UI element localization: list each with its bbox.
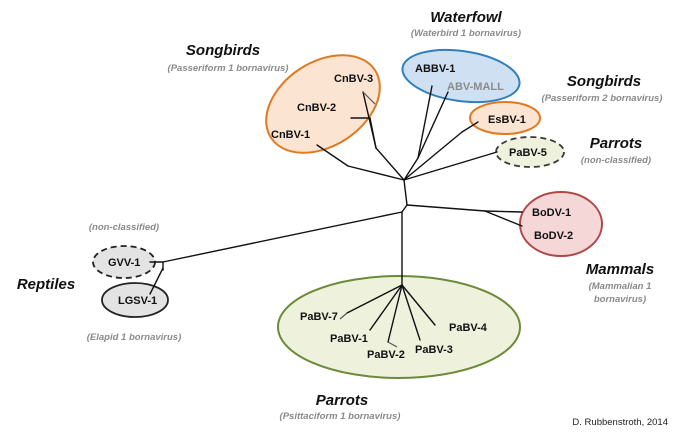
mammals-subtitle-line1: (Mammalian 1 — [589, 281, 652, 292]
mammals-clade-ellipse — [519, 191, 603, 257]
mammals-subtitle-line2: bornavirus) — [594, 294, 646, 305]
leaf-cnbv-2: CnBV-2 — [297, 102, 336, 114]
leaf-cnbv-3: CnBV-3 — [334, 73, 373, 85]
leaf-gvv-1: GVV-1 — [108, 257, 140, 269]
reptiles-title: Reptiles — [17, 276, 75, 293]
waterfowl-subtitle: (Waterbird 1 bornavirus) — [411, 28, 521, 39]
leaf-pabv-4: PaBV-4 — [449, 322, 488, 334]
leaf-pabv-2: PaBV-2 — [367, 349, 405, 361]
waterfowl-clade-ellipse — [401, 48, 521, 104]
leaf-pabv-1: PaBV-1 — [330, 333, 368, 345]
leaf-bodv-1: BoDV-1 — [532, 207, 571, 219]
parrots-nc-title: Parrots — [590, 135, 643, 152]
leaf-bodv-2: BoDV-2 — [534, 230, 573, 242]
credit-text: D. Rubbenstroth, 2014 — [572, 417, 668, 428]
leaf-lgsv-1: LGSV-1 — [118, 295, 157, 307]
leaf-abv-mall: ABV-MALL — [447, 81, 504, 93]
songbirds-1-clade-ellipse — [265, 54, 381, 154]
parrots-1-clade-ellipse — [277, 275, 521, 379]
songbirds-1-title: Songbirds — [186, 42, 260, 59]
leaf-cnbv-1: CnBV-1 — [271, 129, 310, 141]
parrots-1-title: Parrots — [316, 392, 369, 409]
mammals-title: Mammals — [586, 261, 654, 278]
waterfowl-title: Waterfowl — [430, 9, 502, 26]
leaf-pabv-7: PaBV-7 — [300, 311, 338, 323]
songbirds-2-clade-ellipse — [469, 101, 541, 135]
parrots-1-subtitle: (Psittaciform 1 bornavirus) — [280, 411, 401, 422]
songbirds-1-subtitle: (Passeriform 1 bornavirus) — [168, 63, 289, 74]
songbirds-2-title: Songbirds — [567, 73, 641, 90]
parrots-nc-clade-ellipse — [495, 136, 565, 168]
reptiles-subtitle-bottom: (Elapid 1 bornavirus) — [87, 332, 182, 343]
leaf-esbv-1: EsBV-1 — [488, 114, 526, 126]
leaf-pabv-5: PaBV-5 — [509, 147, 547, 159]
songbirds-2-subtitle: (Passeriform 2 bornavirus) — [542, 93, 663, 104]
reptiles-subtitle-top: (non-classified) — [89, 222, 159, 233]
tree-branches — [149, 85, 523, 348]
leaf-pabv-3: PaBV-3 — [415, 344, 453, 356]
parrots-nc-subtitle: (non-classified) — [581, 155, 651, 166]
leaf-abbv-1: ABBV-1 — [415, 63, 455, 75]
